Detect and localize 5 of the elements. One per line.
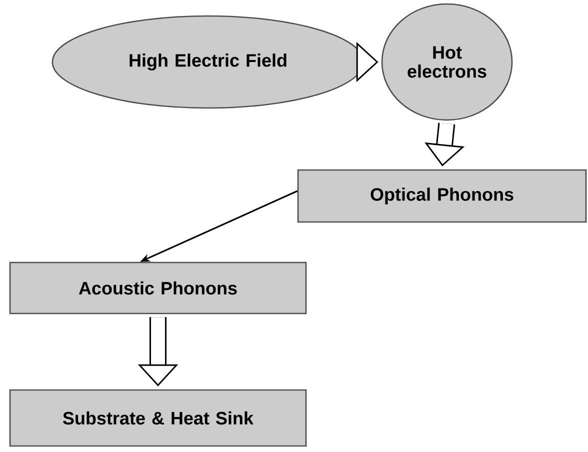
circle-node: Hot electrons [381,3,513,121]
ellipse-node: High Electric Field [52,15,364,109]
process-box: Optical Phonons [297,169,587,223]
process-box: Acoustic Phonons [9,262,307,314]
process-box: Substrate & Heat Sink [9,389,307,447]
